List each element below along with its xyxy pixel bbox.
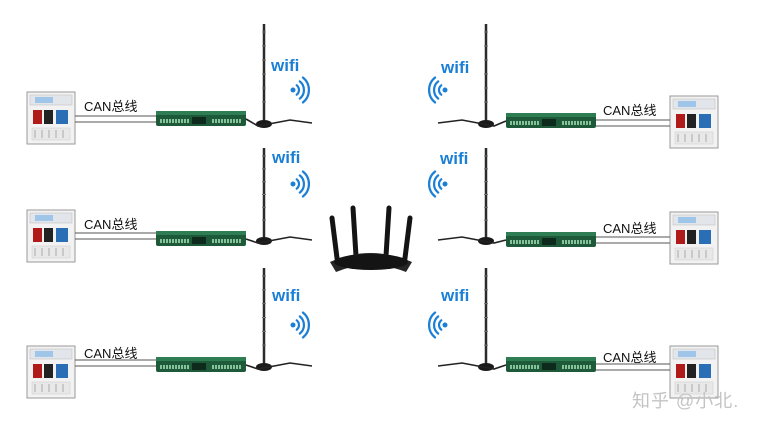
wifi-signal-icon: [290, 76, 310, 104]
can-bus-label-right-row2: CAN总线: [603, 221, 657, 236]
can-gateway-icon: [506, 357, 596, 372]
antenna-icon: [478, 24, 494, 128]
can-bus-label-left-row1: CAN总线: [84, 99, 138, 114]
can-gateway-icon: [506, 113, 596, 128]
can-bus-label-left-row3: CAN总线: [84, 346, 138, 361]
wifi-label-right-row2: wifi: [440, 149, 469, 168]
wifi-label-right-row1: wifi: [441, 58, 470, 77]
controller-panel-icon: [669, 95, 719, 149]
controller-panel-icon: [26, 91, 76, 145]
wifi-label-left-row3: wifi: [272, 286, 301, 305]
controller-panel-icon: [26, 209, 76, 263]
antenna-cable: [437, 236, 507, 244]
can-bus-label-left-row2: CAN总线: [84, 217, 138, 232]
antenna-icon: [478, 268, 494, 371]
antenna-cable: [437, 362, 507, 370]
antenna-icon: [256, 268, 272, 371]
wifi-label-left-row1: wifi: [271, 56, 300, 75]
controller-panel-icon: [26, 345, 76, 399]
antenna-icon: [256, 148, 272, 245]
antenna-icon: [478, 148, 494, 245]
can-gateway-icon: [156, 231, 246, 246]
wifi-signal-icon: [428, 311, 448, 339]
can-gateway-icon: [506, 232, 596, 247]
can-bus-label-right-row3: CAN总线: [603, 350, 657, 365]
antenna-cable: [245, 362, 313, 370]
antenna-cable: [437, 119, 507, 127]
wifi-label-right-row3: wifi: [441, 286, 470, 305]
can-gateway-icon: [156, 111, 246, 126]
controller-panel-icon: [669, 345, 719, 399]
can-bus-label-right-row1: CAN总线: [603, 103, 657, 118]
watermark: 知乎 @小北.: [632, 391, 740, 411]
antenna-cable: [245, 118, 313, 127]
antenna-icon: [256, 24, 272, 128]
wifi-signal-icon: [428, 76, 448, 104]
wifi-signal-icon: [290, 311, 310, 339]
wifi-signal-icon: [428, 170, 448, 198]
controller-panel-icon: [669, 211, 719, 265]
wifi-signal-icon: [290, 170, 310, 198]
antenna-cable: [245, 236, 313, 244]
router-icon: [329, 205, 413, 272]
can-gateway-icon: [156, 357, 246, 372]
wifi-label-left-row2: wifi: [272, 148, 301, 167]
